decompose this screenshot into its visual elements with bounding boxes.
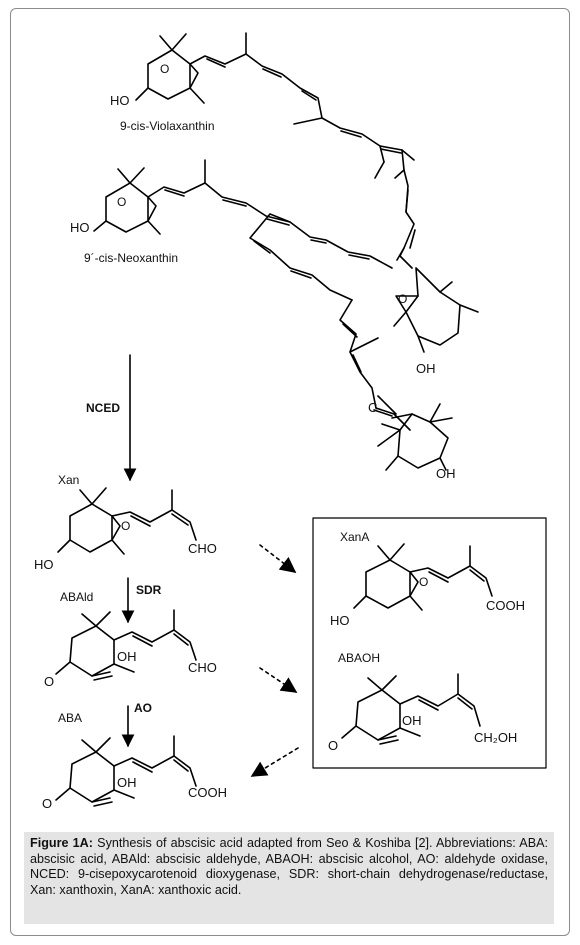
alternative-pathway-box xyxy=(312,517,547,769)
ao-label: AO xyxy=(134,701,152,715)
allenic-end-group xyxy=(377,395,453,471)
epoxy-end-group-right xyxy=(393,267,479,353)
xana-cooh: COOH xyxy=(486,598,525,613)
xanthoxin-ho: HO xyxy=(34,557,54,572)
abscisic-acid-structure xyxy=(55,735,197,807)
xana-label: XanA xyxy=(340,530,369,544)
xanthoxin-epoxide-o: O xyxy=(121,519,130,533)
allenic-oh: OH xyxy=(436,466,456,481)
xana-epoxide-o: O xyxy=(419,575,428,589)
xanthoxin-structure xyxy=(57,487,197,555)
abald-keto-o: O xyxy=(44,674,54,689)
right-end-oh: OH xyxy=(416,361,436,376)
box-to-aba-arrow xyxy=(250,747,299,777)
xanthoxic-acid-structure xyxy=(353,543,493,611)
violaxanthin-epoxide-o: O xyxy=(160,62,169,76)
xanthoxin-cho: CHO xyxy=(188,541,217,556)
xanthoxin-label: Xan xyxy=(58,473,79,487)
neoxanthin-ho: HO xyxy=(70,220,90,235)
aba-cooh: COOH xyxy=(188,785,227,800)
violaxanthin-ho: HO xyxy=(110,93,130,108)
figure-caption: Figure 1A: Synthesis of abscisic acid ad… xyxy=(24,832,554,924)
violaxanthin-label: 9-cis-Violaxanthin xyxy=(120,119,215,133)
abald-label: ABAld xyxy=(60,590,93,604)
abald-oh: OH xyxy=(117,649,137,664)
abaoh-oh: OH xyxy=(402,713,422,728)
abaoh-ch2oh: CH₂OH xyxy=(474,730,517,745)
abaoh-keto-o: O xyxy=(328,738,338,753)
neoxanthin-label: 9´-cis-Neoxanthin xyxy=(84,251,178,265)
allene-c: C xyxy=(368,400,377,415)
aba-keto-o: O xyxy=(42,796,52,811)
caption-text: Synthesis of abscisic acid adapted from … xyxy=(30,836,548,897)
xana-ho: HO xyxy=(330,613,350,628)
aba-oh: OH xyxy=(117,775,137,790)
abscisic-alcohol-structure xyxy=(341,673,481,745)
xan-to-xana-arrow xyxy=(259,544,297,573)
violaxanthin-structure xyxy=(135,32,416,269)
abald-to-abaoh-arrow xyxy=(259,667,298,693)
sdr-label: SDR xyxy=(136,583,162,597)
caption-figure-label: Figure 1A: xyxy=(30,836,93,850)
right-end-epoxide-o: O xyxy=(398,292,407,306)
nced-label: NCED xyxy=(86,401,120,415)
figure-frame xyxy=(10,8,570,936)
abscisic-aldehyde-structure xyxy=(55,609,197,681)
neoxanthin-epoxide-o: O xyxy=(117,195,126,209)
abald-cho: CHO xyxy=(188,660,217,675)
neoxanthin-structure xyxy=(93,159,393,301)
aba-label: ABA xyxy=(58,711,82,725)
abaoh-label: ABAOH xyxy=(338,651,380,665)
